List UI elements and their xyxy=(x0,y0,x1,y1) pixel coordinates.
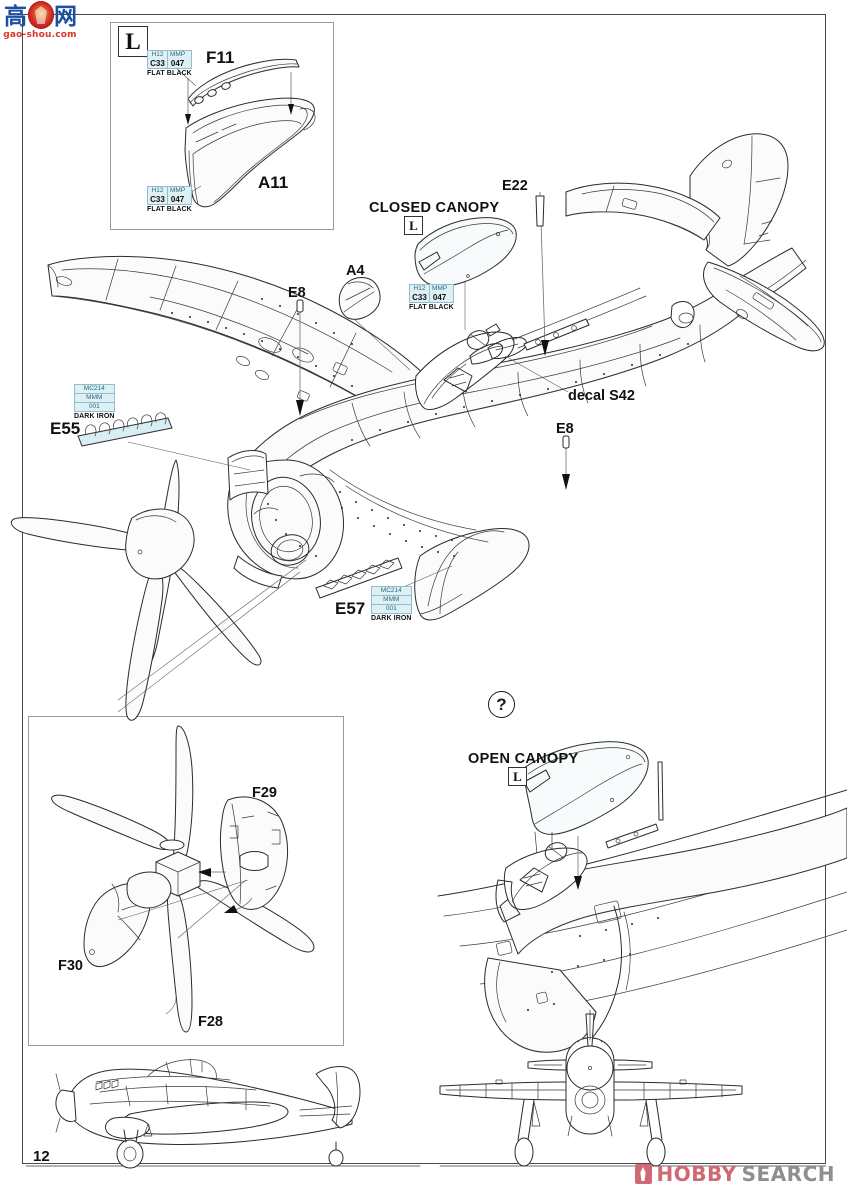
paint-callout-e57: MC214 MMM 001 DARK IRON xyxy=(371,586,412,623)
paint-chip: H12 C33 MMP 047 xyxy=(147,186,192,205)
paint-name: FLAT BLACK xyxy=(147,70,192,77)
part-label-e55: E55 xyxy=(50,419,81,438)
variant-badge-l-open-canopy: L xyxy=(508,767,527,786)
gaoshou-watermark: 高 网 gao-shou.com xyxy=(2,0,78,52)
page-number: 12 xyxy=(33,1148,50,1165)
option-question-icon: ? xyxy=(488,691,515,718)
paint-code-cell-1: H12 C33 xyxy=(148,187,168,204)
part-label-f29: F29 xyxy=(252,785,277,801)
open-canopy-title: OPEN CANOPY xyxy=(468,751,579,767)
paint-name: DARK IRON xyxy=(74,413,115,420)
part-label-e8-upper: E8 xyxy=(288,285,306,301)
detail-panel-propeller xyxy=(28,716,344,1046)
paint-code-cell-2: MMP 047 xyxy=(170,51,186,68)
paint-code-cell-3: 001 xyxy=(385,605,397,612)
paint-code-cell-1: H12 C33 xyxy=(148,51,168,68)
part-label-e22: E22 xyxy=(502,178,528,194)
paint-callout-a11: H12 C33 MMP 047 FLAT BLACK xyxy=(147,186,192,214)
closed-canopy-title: CLOSED CANOPY xyxy=(369,200,500,216)
paint-name: FLAT BLACK xyxy=(409,304,454,311)
paint-code-cell-2: MMM xyxy=(75,394,114,403)
paint-code-cell-1: H12 C33 xyxy=(410,285,430,302)
hobby-search-brand-1: HOBBY xyxy=(656,1162,737,1186)
paint-code-cell-3: 001 xyxy=(88,403,100,410)
paint-name: FLAT BLACK xyxy=(147,206,192,213)
part-label-f28: F28 xyxy=(198,1014,223,1030)
paint-code-cell-1: MC214 xyxy=(372,587,411,596)
paint-code-cell-2: MMP 047 xyxy=(170,187,186,204)
paint-code-cell-1: MC214 xyxy=(75,385,114,394)
part-label-e57: E57 xyxy=(335,599,366,618)
part-label-e8-lower: E8 xyxy=(556,421,574,437)
hobby-search-brand-2: SEARCH xyxy=(741,1162,835,1186)
part-label-a4: A4 xyxy=(346,263,365,279)
paint-callout-f11: H12 C33 MMP 047 FLAT BLACK xyxy=(147,50,192,78)
hobby-search-flame-icon xyxy=(634,1164,652,1184)
gaoshou-domain: gao-shou.com xyxy=(3,30,77,40)
gaoshou-seal-icon xyxy=(28,1,54,29)
part-label-f11: F11 xyxy=(206,48,235,67)
paint-chip: H12 C33 MMP 047 xyxy=(409,284,454,303)
gaoshou-char-2: 网 xyxy=(54,4,77,30)
decal-label-s42: decal S42 xyxy=(568,388,635,404)
gaoshou-char-1: 高 xyxy=(4,4,27,30)
paint-name: DARK IRON xyxy=(371,615,412,622)
paint-callout-e55: MC214 MMM 001 DARK IRON xyxy=(74,384,115,421)
gaoshou-characters: 高 网 xyxy=(2,2,78,32)
part-label-a11: A11 xyxy=(258,173,289,192)
page-border xyxy=(22,14,826,1164)
paint-chip: MC214 MMM 001 xyxy=(74,384,115,412)
paint-code-cell-2: MMM xyxy=(372,596,411,605)
paint-chip: H12 C33 MMP 047 xyxy=(147,50,192,69)
hobby-search-watermark: HOBBY SEARCH xyxy=(634,1161,836,1187)
paint-callout-a4: H12 C33 MMP 047 FLAT BLACK xyxy=(409,284,454,312)
paint-chip: MC214 MMM 001 xyxy=(371,586,412,614)
paint-code-cell-2: MMP 047 xyxy=(432,285,448,302)
variant-badge-l-closed-canopy: L xyxy=(404,216,423,235)
part-label-f30: F30 xyxy=(58,958,83,974)
variant-badge-l-top: L xyxy=(118,26,148,57)
